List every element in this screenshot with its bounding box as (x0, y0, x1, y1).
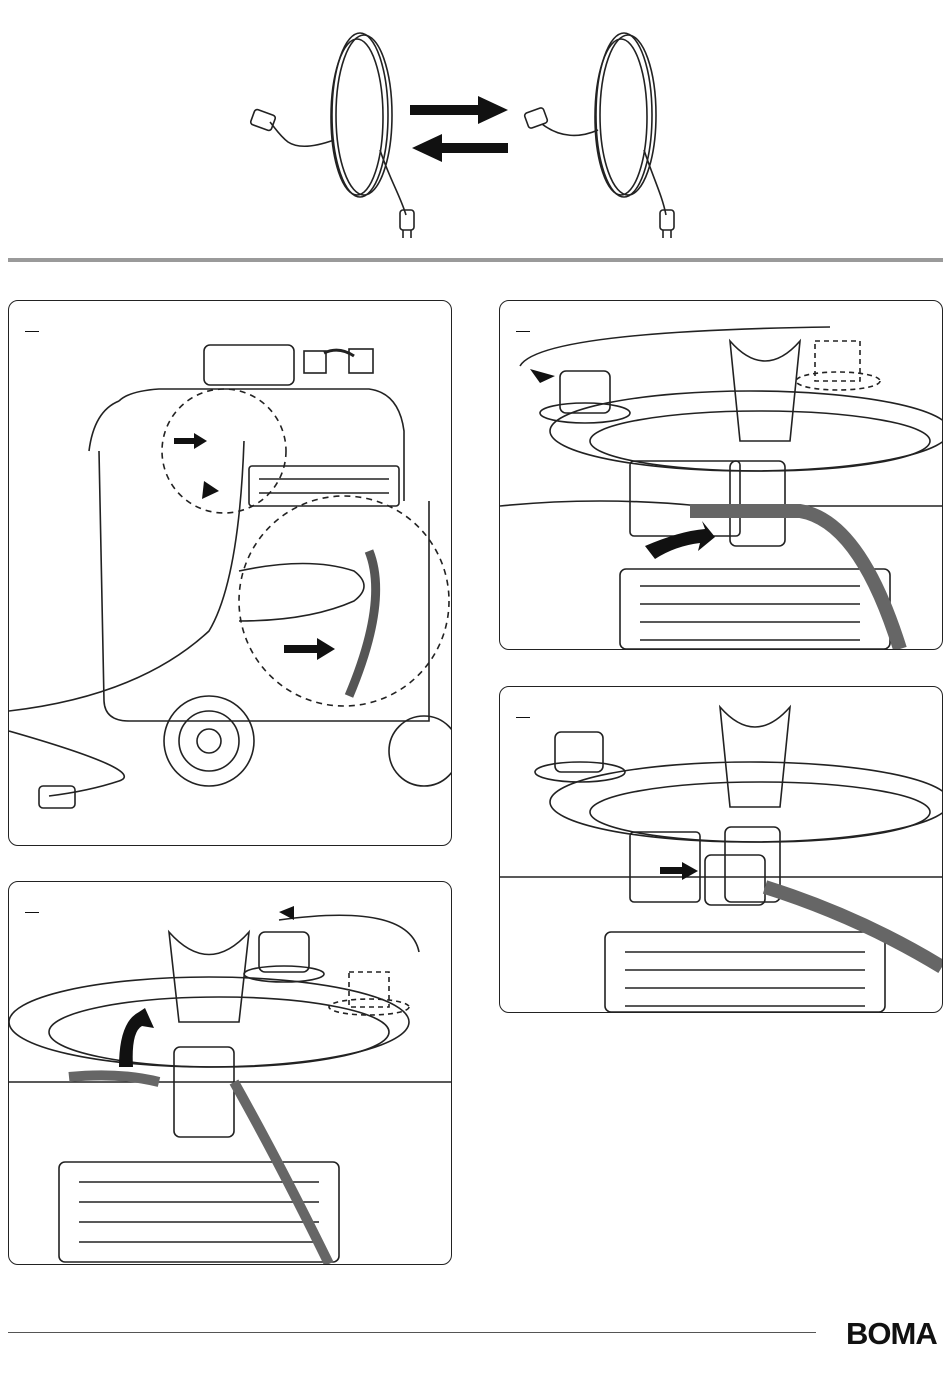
cord-hook-rotate-icon (9, 882, 451, 1264)
plug-connect-icon (500, 687, 942, 1012)
brand-logo: BOMA (846, 1316, 932, 1352)
power-cord-icon (230, 20, 700, 245)
panel-step-2 (8, 881, 452, 1265)
panel-step-4 (499, 686, 943, 1013)
cable-clip-rotate-icon (500, 301, 942, 649)
section-divider (8, 258, 943, 262)
cord-swap-illustration (230, 20, 700, 245)
vacuum-cord-unwind-icon (9, 301, 451, 845)
panel-step-3 (499, 300, 943, 650)
panel-step-1 (8, 300, 452, 846)
footer-divider (8, 1332, 816, 1333)
